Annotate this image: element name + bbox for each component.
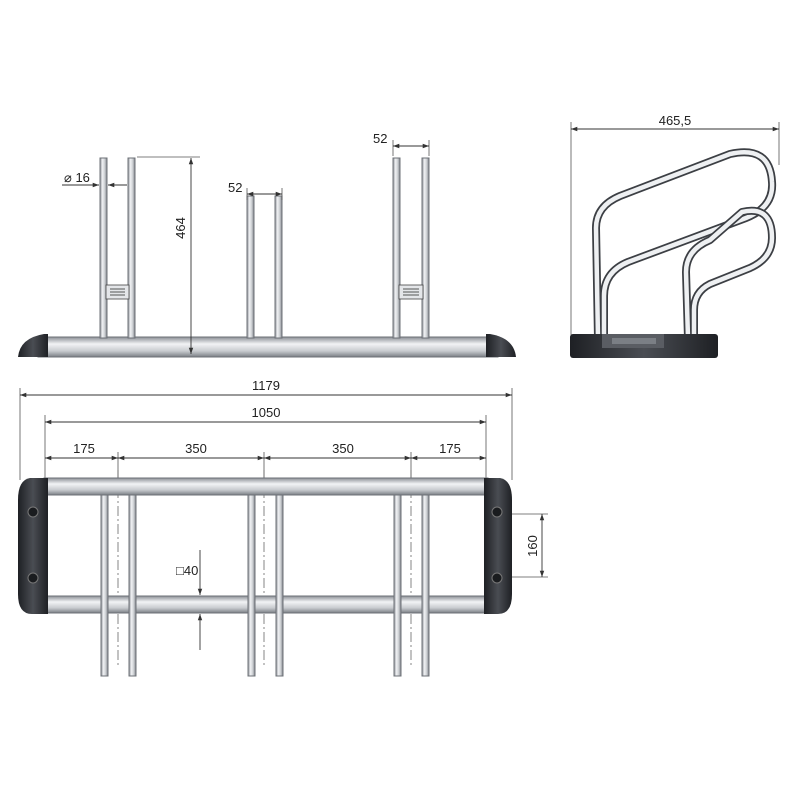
dim-gap-right: 52 bbox=[373, 131, 387, 146]
top-tube bbox=[100, 494, 109, 677]
dim-gap-center: 52 bbox=[228, 180, 242, 195]
dim-tube-diameter: ⌀ 16 bbox=[64, 170, 90, 185]
front-base-rail bbox=[37, 336, 499, 358]
dim-overall-length: 1179 bbox=[252, 378, 280, 393]
front-endcap-right bbox=[486, 334, 516, 357]
front-endcap-left bbox=[18, 334, 48, 357]
top-endcap-right bbox=[484, 478, 512, 614]
front-view: ⌀ 16 464 52 52 bbox=[18, 131, 516, 358]
front-upright bbox=[274, 195, 283, 339]
dim-spacing-1: 175 bbox=[73, 441, 95, 456]
dim-rail-spacing: 160 bbox=[525, 535, 540, 557]
dim-depth: 465,5 bbox=[659, 113, 692, 128]
top-endcap-left bbox=[18, 478, 48, 614]
dim-spacing-3: 350 bbox=[332, 441, 354, 456]
top-tube bbox=[393, 494, 402, 677]
dim-spacing-4: 175 bbox=[439, 441, 461, 456]
dim-spacing-2: 350 bbox=[185, 441, 207, 456]
top-rail-front bbox=[43, 595, 489, 614]
dim-rail-length: 1050 bbox=[252, 405, 281, 420]
front-upright bbox=[246, 195, 255, 339]
top-view: 1179 1050 175 350 350 175 bbox=[18, 378, 548, 677]
dim-height: 464 bbox=[173, 217, 188, 239]
label-plate bbox=[105, 284, 130, 300]
front-upright bbox=[421, 157, 430, 339]
top-tube bbox=[128, 494, 137, 677]
front-upright bbox=[99, 157, 108, 339]
front-upright bbox=[127, 157, 136, 339]
label-plate bbox=[398, 284, 424, 300]
front-upright bbox=[392, 157, 401, 339]
top-tube bbox=[421, 494, 430, 677]
side-view: 465,5 bbox=[570, 113, 780, 358]
top-tube bbox=[247, 494, 256, 677]
top-rail-back bbox=[43, 477, 489, 496]
dim-profile-section: □40 bbox=[176, 563, 198, 578]
top-tube bbox=[275, 494, 284, 677]
